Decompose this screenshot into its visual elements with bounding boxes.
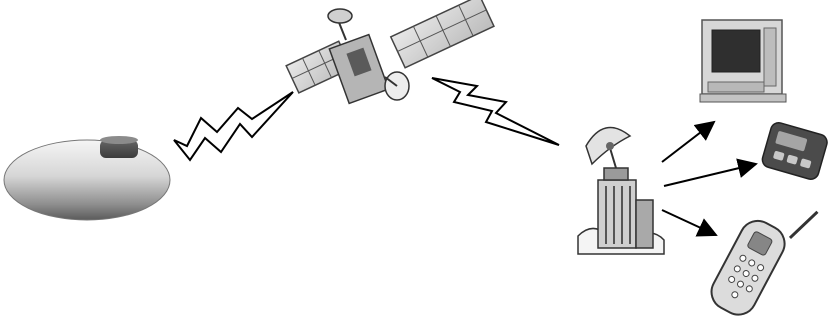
arrow-link-station-computer bbox=[662, 122, 714, 162]
propane-tank-icon bbox=[4, 136, 170, 220]
pager-icon bbox=[761, 121, 829, 181]
arrow-link-station-phone bbox=[662, 210, 716, 235]
arrow-link-station-pager bbox=[664, 164, 756, 186]
lightning-link-satellite-station bbox=[432, 78, 559, 145]
ground-station-building-icon bbox=[578, 128, 664, 254]
desktop-computer-icon bbox=[700, 20, 786, 102]
lightning-link-tank-satellite bbox=[174, 92, 293, 160]
mobile-phone-icon bbox=[705, 185, 817, 327]
